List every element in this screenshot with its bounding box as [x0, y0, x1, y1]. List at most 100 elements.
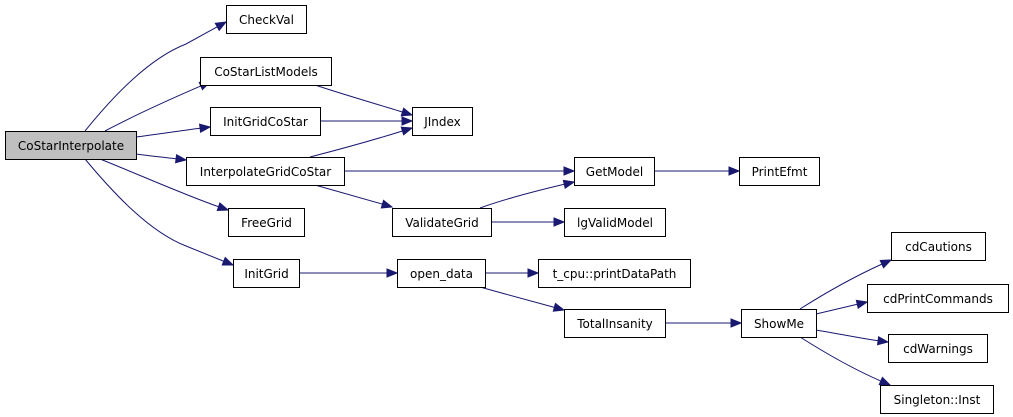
node-showme[interactable]: ShowMe: [741, 309, 817, 338]
node-label: InitGrid: [244, 267, 288, 281]
arrowhead: [730, 318, 743, 328]
edge-line: [84, 158, 224, 262]
edge-open-data-to-totalinsanity: [479, 286, 566, 312]
edge-line: [479, 286, 555, 308]
edge-costarinterpolate-to-checkval: [84, 21, 228, 132]
edge-line: [104, 85, 202, 132]
edge-initgridcostar-to-jindex: [319, 116, 414, 126]
node-box[interactable]: [891, 232, 986, 261]
arrowhead: [400, 107, 414, 117]
node-box[interactable]: [233, 259, 300, 288]
node-label: cdCautions: [905, 240, 972, 254]
node-box[interactable]: [5, 131, 137, 160]
edge-costarinterpolate-to-freegrid: [99, 158, 230, 212]
node-cdcautions[interactable]: cdCautions: [891, 232, 986, 261]
arrowhead: [221, 256, 235, 266]
node-validategrid[interactable]: ValidateGrid: [392, 208, 492, 237]
node-initgrid[interactable]: InitGrid: [233, 259, 300, 288]
edge-line: [84, 26, 218, 132]
edge-line: [799, 263, 883, 310]
node-checkval[interactable]: CheckVal: [226, 5, 307, 34]
node-printdatapath[interactable]: t_cpu::printDataPath: [538, 259, 691, 288]
edge-interpolategridcostar-to-validategrid: [314, 184, 394, 209]
node-box[interactable]: [412, 107, 473, 136]
edge-showme-to-cdcautions: [799, 259, 893, 310]
edge-line: [479, 183, 565, 209]
node-box[interactable]: [392, 208, 492, 237]
arrowhead: [380, 199, 394, 209]
node-totalinsanity[interactable]: TotalInsanity: [564, 309, 666, 338]
node-label: GetModel: [586, 165, 643, 179]
node-printefmt[interactable]: PrintEfmt: [739, 157, 820, 186]
arrowhead: [174, 153, 188, 164]
node-costarlistmodels[interactable]: CoStarListModels: [200, 57, 332, 86]
arrowhead: [401, 116, 414, 126]
arrowhead: [400, 126, 414, 136]
node-label: ShowMe: [754, 317, 804, 331]
node-open-data[interactable]: open_data: [397, 259, 486, 288]
node-costarinterpolate[interactable]: CoStarInterpolate: [5, 131, 137, 160]
node-initgridcostar[interactable]: InitGridCoStar: [210, 107, 321, 136]
node-box[interactable]: [741, 309, 817, 338]
node-box[interactable]: [228, 208, 305, 237]
node-freegrid[interactable]: FreeGrid: [228, 208, 305, 237]
edge-line: [314, 84, 403, 113]
node-box[interactable]: [564, 309, 666, 338]
arrowhead: [214, 21, 228, 32]
edge-line: [815, 303, 858, 315]
edge-line: [799, 336, 882, 382]
node-box[interactable]: [226, 5, 307, 34]
node-box[interactable]: [397, 259, 486, 288]
node-box[interactable]: [574, 157, 655, 186]
node-label: FreeGrid: [241, 216, 292, 230]
edge-initgrid-to-open-data: [299, 268, 399, 278]
node-box[interactable]: [538, 259, 691, 288]
edge-showme-to-cdprintcommands: [815, 299, 869, 315]
node-label: cdWarnings: [903, 342, 973, 356]
node-box[interactable]: [867, 284, 1009, 313]
node-cdprintcommands[interactable]: cdPrintCommands: [867, 284, 1009, 313]
node-box[interactable]: [564, 208, 666, 237]
arrowhead: [553, 217, 566, 227]
node-box[interactable]: [739, 157, 820, 186]
arrowhead: [878, 376, 892, 386]
arrowhead: [527, 268, 540, 278]
edge-showme-to-cdwarnings: [815, 329, 890, 346]
arrowhead: [216, 202, 230, 212]
node-getmodel[interactable]: GetModel: [574, 157, 655, 186]
node-box[interactable]: [888, 334, 988, 363]
edge-line: [135, 127, 201, 138]
node-label: CoStarListModels: [214, 65, 318, 79]
edges-layer: [84, 21, 893, 386]
node-label: InterpolateGridCoStar: [200, 165, 331, 179]
node-box[interactable]: [210, 107, 321, 136]
node-label: Singleton::Inst: [894, 393, 981, 407]
edge-open-data-to-printdatapath: [485, 268, 540, 278]
edge-getmodel-to-printefmt: [653, 166, 741, 176]
edge-line: [135, 153, 177, 160]
node-jindex[interactable]: JIndex: [412, 107, 473, 136]
node-box[interactable]: [186, 157, 345, 186]
edge-totalinsanity-to-showme: [665, 318, 743, 328]
node-singleton-inst[interactable]: Singleton::Inst: [880, 385, 994, 414]
edge-validategrid-to-getmodel: [479, 179, 576, 209]
edge-costarlistmodels-to-jindex: [314, 84, 414, 117]
node-label: open_data: [410, 267, 473, 281]
arrowhead: [199, 123, 212, 133]
node-cdwarnings[interactable]: cdWarnings: [888, 334, 988, 363]
node-box[interactable]: [880, 385, 994, 414]
edge-line: [815, 329, 879, 342]
arrowhead: [876, 335, 890, 346]
node-label: CheckVal: [239, 13, 294, 27]
edge-interpolategridcostar-to-jindex: [309, 126, 414, 158]
edge-line: [99, 158, 219, 208]
node-label: lgValidModel: [577, 216, 653, 230]
node-lgvalidmodel[interactable]: lgValidModel: [564, 208, 666, 237]
arrowhead: [386, 268, 399, 278]
edge-line: [314, 184, 383, 205]
node-interpolategridcostar[interactable]: InterpolateGridCoStar: [186, 157, 345, 186]
node-label: t_cpu::printDataPath: [553, 267, 677, 281]
nodes-layer: CoStarInterpolate CheckValCoStarListModel…: [5, 5, 1009, 414]
node-label: ValidateGrid: [405, 216, 479, 230]
node-box[interactable]: [200, 57, 332, 86]
